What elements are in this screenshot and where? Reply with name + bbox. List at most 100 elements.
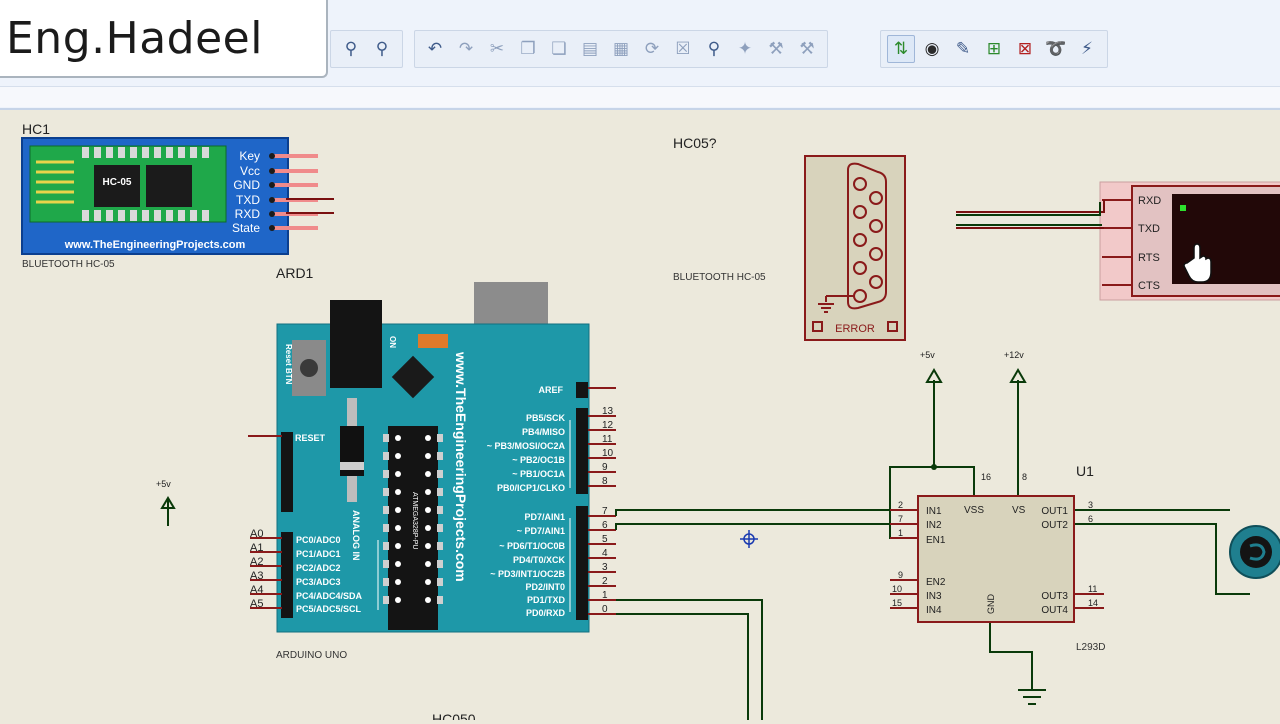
block-delete-icon[interactable]: ☒ [669, 35, 697, 63]
svg-text:11: 11 [1088, 584, 1097, 594]
power-terminal-5v[interactable]: +5v [920, 350, 943, 383]
svg-text:9: 9 [898, 570, 903, 580]
ard1-right-pins[interactable] [588, 387, 616, 615]
svg-text:VS: VS [1012, 505, 1026, 516]
svg-text:9: 9 [602, 462, 608, 473]
hc1-ref: HC1 [22, 121, 50, 137]
packaging-tool-icon[interactable]: ⚒ [762, 35, 790, 63]
svg-text:10: 10 [892, 584, 902, 594]
remove-sheet-icon[interactable]: ⊠ [1011, 35, 1039, 63]
svg-text:PB5/SCK: PB5/SCK [526, 413, 566, 423]
power-terminal-left[interactable]: +5v [156, 479, 176, 526]
svg-text:2: 2 [898, 500, 903, 510]
new-sheet-icon[interactable]: ⊞ [980, 35, 1008, 63]
redo-icon[interactable]: ↷ [452, 35, 480, 63]
property-tool-icon[interactable]: ✎ [949, 35, 977, 63]
cut-icon[interactable]: ✂ [483, 35, 511, 63]
svg-text:13: 13 [602, 406, 614, 417]
zoom-fit-icon[interactable]: ⚲ [368, 35, 396, 63]
decompose-icon[interactable]: ⚒ [793, 35, 821, 63]
svg-text:PC2/ADC2: PC2/ADC2 [296, 563, 341, 573]
arduino-uno-component[interactable]: ARD1 Reset BTN ON ANALOG IN ATMEGA328P-P… [276, 265, 590, 661]
svg-text:~ PD7/AIN1: ~ PD7/AIN1 [517, 526, 565, 536]
svg-text:8: 8 [1022, 472, 1027, 482]
toolbar: ⚲ ⚲ ↶ ↷ ✂ ❐ ❏ ▤ ▦ ⟳ ☒ ⚲ ✦ ⚒ ⚒ ⇅ ◉ ✎ ⊞ ⊠ … [0, 0, 1280, 110]
ard1-value: ARDUINO UNO [276, 650, 347, 661]
svg-text:EN1: EN1 [926, 535, 946, 546]
hc1-pads [82, 147, 209, 221]
search-icon[interactable]: ◉ [918, 35, 946, 63]
hc05-value: BLUETOOTH HC-05 [673, 272, 766, 283]
electrical-rule-check-icon[interactable]: ⚡ [1073, 35, 1101, 63]
ard1-analog-labels: PC0/ADC0 PC1/ADC1 PC2/ADC2 PC3/ADC3 PC4/… [296, 535, 363, 614]
svg-text:6: 6 [1088, 514, 1093, 524]
ard1-reset-btn-label: Reset BTN [284, 344, 293, 385]
svg-text:State: State [232, 221, 260, 235]
svg-text:IN2: IN2 [926, 520, 942, 531]
hc1-component[interactable]: HC1 HC-05 Key Vcc GND TXD RXD State www.… [21, 121, 334, 270]
svg-text:RXD: RXD [235, 207, 261, 221]
toolbar-group-zoom: ⚲ ⚲ [330, 30, 403, 68]
ard1-left-pins[interactable] [248, 435, 282, 609]
block-move-icon[interactable]: ▦ [607, 35, 635, 63]
svg-text:EN2: EN2 [926, 577, 946, 588]
crosshair-cursor-icon [740, 530, 758, 548]
svg-text:A2: A2 [250, 556, 263, 568]
svg-text:IN1: IN1 [926, 506, 942, 517]
svg-text:0: 0 [602, 604, 608, 615]
ard1-analog-in-label: ANALOG IN [351, 510, 361, 561]
svg-text:OUT4: OUT4 [1041, 605, 1068, 616]
svg-text:PB0/ICP1/CLKO: PB0/ICP1/CLKO [497, 483, 565, 493]
svg-text:PC1/ADC1: PC1/ADC1 [296, 549, 341, 559]
svg-text:11: 11 [602, 434, 613, 445]
svg-text:A4: A4 [250, 584, 263, 596]
terminal-pin-labels: RXD TXD RTS CTS [1138, 195, 1161, 292]
svg-text:OUT3: OUT3 [1041, 591, 1068, 602]
hc1-value: BLUETOOTH HC-05 [22, 259, 115, 270]
terminal-wires [956, 200, 1105, 229]
hc1-website: www.TheEngineeringProjects.com [64, 239, 246, 251]
dc-motor[interactable] [1229, 525, 1280, 579]
u1-right-pin-labels: OUT1 OUT2 OUT3 OUT4 [1041, 506, 1068, 616]
svg-text:+5v: +5v [920, 350, 935, 360]
svg-text:PC0/ADC0: PC0/ADC0 [296, 535, 341, 545]
schematic-canvas[interactable]: HC1 HC-05 Key Vcc GND TXD RXD State www.… [0, 110, 1280, 724]
undo-icon[interactable]: ↶ [421, 35, 449, 63]
svg-text:3: 3 [1088, 500, 1093, 510]
wire-autorouter-icon[interactable]: ⇅ [887, 35, 915, 63]
hc05-ref: HC05? [673, 135, 717, 151]
svg-text:10: 10 [602, 448, 614, 459]
paste-icon[interactable]: ❏ [545, 35, 573, 63]
toolbar-group-tools: ⇅ ◉ ✎ ⊞ ⊠ ➰ ⚡ [880, 30, 1108, 68]
zoom-area-icon[interactable]: ⚲ [337, 35, 365, 63]
ard1-pin-numbers: 13 12 11 10 9 8 7 6 5 4 3 2 1 0 [602, 406, 614, 615]
hand-cursor-icon [1183, 243, 1212, 283]
block-copy-icon[interactable]: ▤ [576, 35, 604, 63]
block-rotate-icon[interactable]: ⟳ [638, 35, 666, 63]
l293d-component[interactable]: U1 VSS VS GND 16 8 IN1 IN2 EN1 EN2 IN3 I… [892, 463, 1105, 653]
svg-text:RXD: RXD [1138, 195, 1161, 207]
svg-text:IN3: IN3 [926, 591, 942, 602]
pick-device-icon[interactable]: ⚲ [700, 35, 728, 63]
ard1-digital-hi-labels: PB5/SCK PB4/MISO ~ PB3/MOSI/OC2A ~ PB2/O… [487, 413, 566, 493]
u1-right-pin-numbers: 3 6 11 14 [1088, 500, 1098, 608]
wires [615, 380, 1250, 720]
svg-text:7: 7 [602, 506, 608, 517]
svg-text:RTS: RTS [1138, 252, 1160, 264]
ground-symbol[interactable] [1018, 689, 1046, 705]
svg-text:+12v: +12v [1004, 350, 1024, 360]
make-device-icon[interactable]: ✦ [731, 35, 759, 63]
hc05-status: ERROR [835, 323, 875, 335]
u1-left-pin-numbers: 2 7 1 9 10 15 [892, 500, 903, 608]
virtual-terminal[interactable]: RXD TXD RTS CTS [1099, 181, 1280, 301]
svg-text:PC5/ADC5/SCL: PC5/ADC5/SCL [296, 604, 362, 614]
copy-icon[interactable]: ❐ [514, 35, 542, 63]
svg-text:PD0/RXD: PD0/RXD [526, 608, 566, 618]
power-terminal-12v[interactable]: +12v [1004, 350, 1027, 383]
goto-sheet-icon[interactable]: ➰ [1042, 35, 1070, 63]
svg-text:A0: A0 [250, 528, 263, 540]
schematic-svg[interactable]: HC1 HC-05 Key Vcc GND TXD RXD State www.… [0, 110, 1280, 724]
hc05-component[interactable]: HC05? ERROR BLUETOOTH HC-05 [673, 135, 906, 341]
hc050-ref: HC050 [432, 711, 476, 720]
svg-text:~ PD3/INT1/OC2B: ~ PD3/INT1/OC2B [490, 569, 565, 579]
